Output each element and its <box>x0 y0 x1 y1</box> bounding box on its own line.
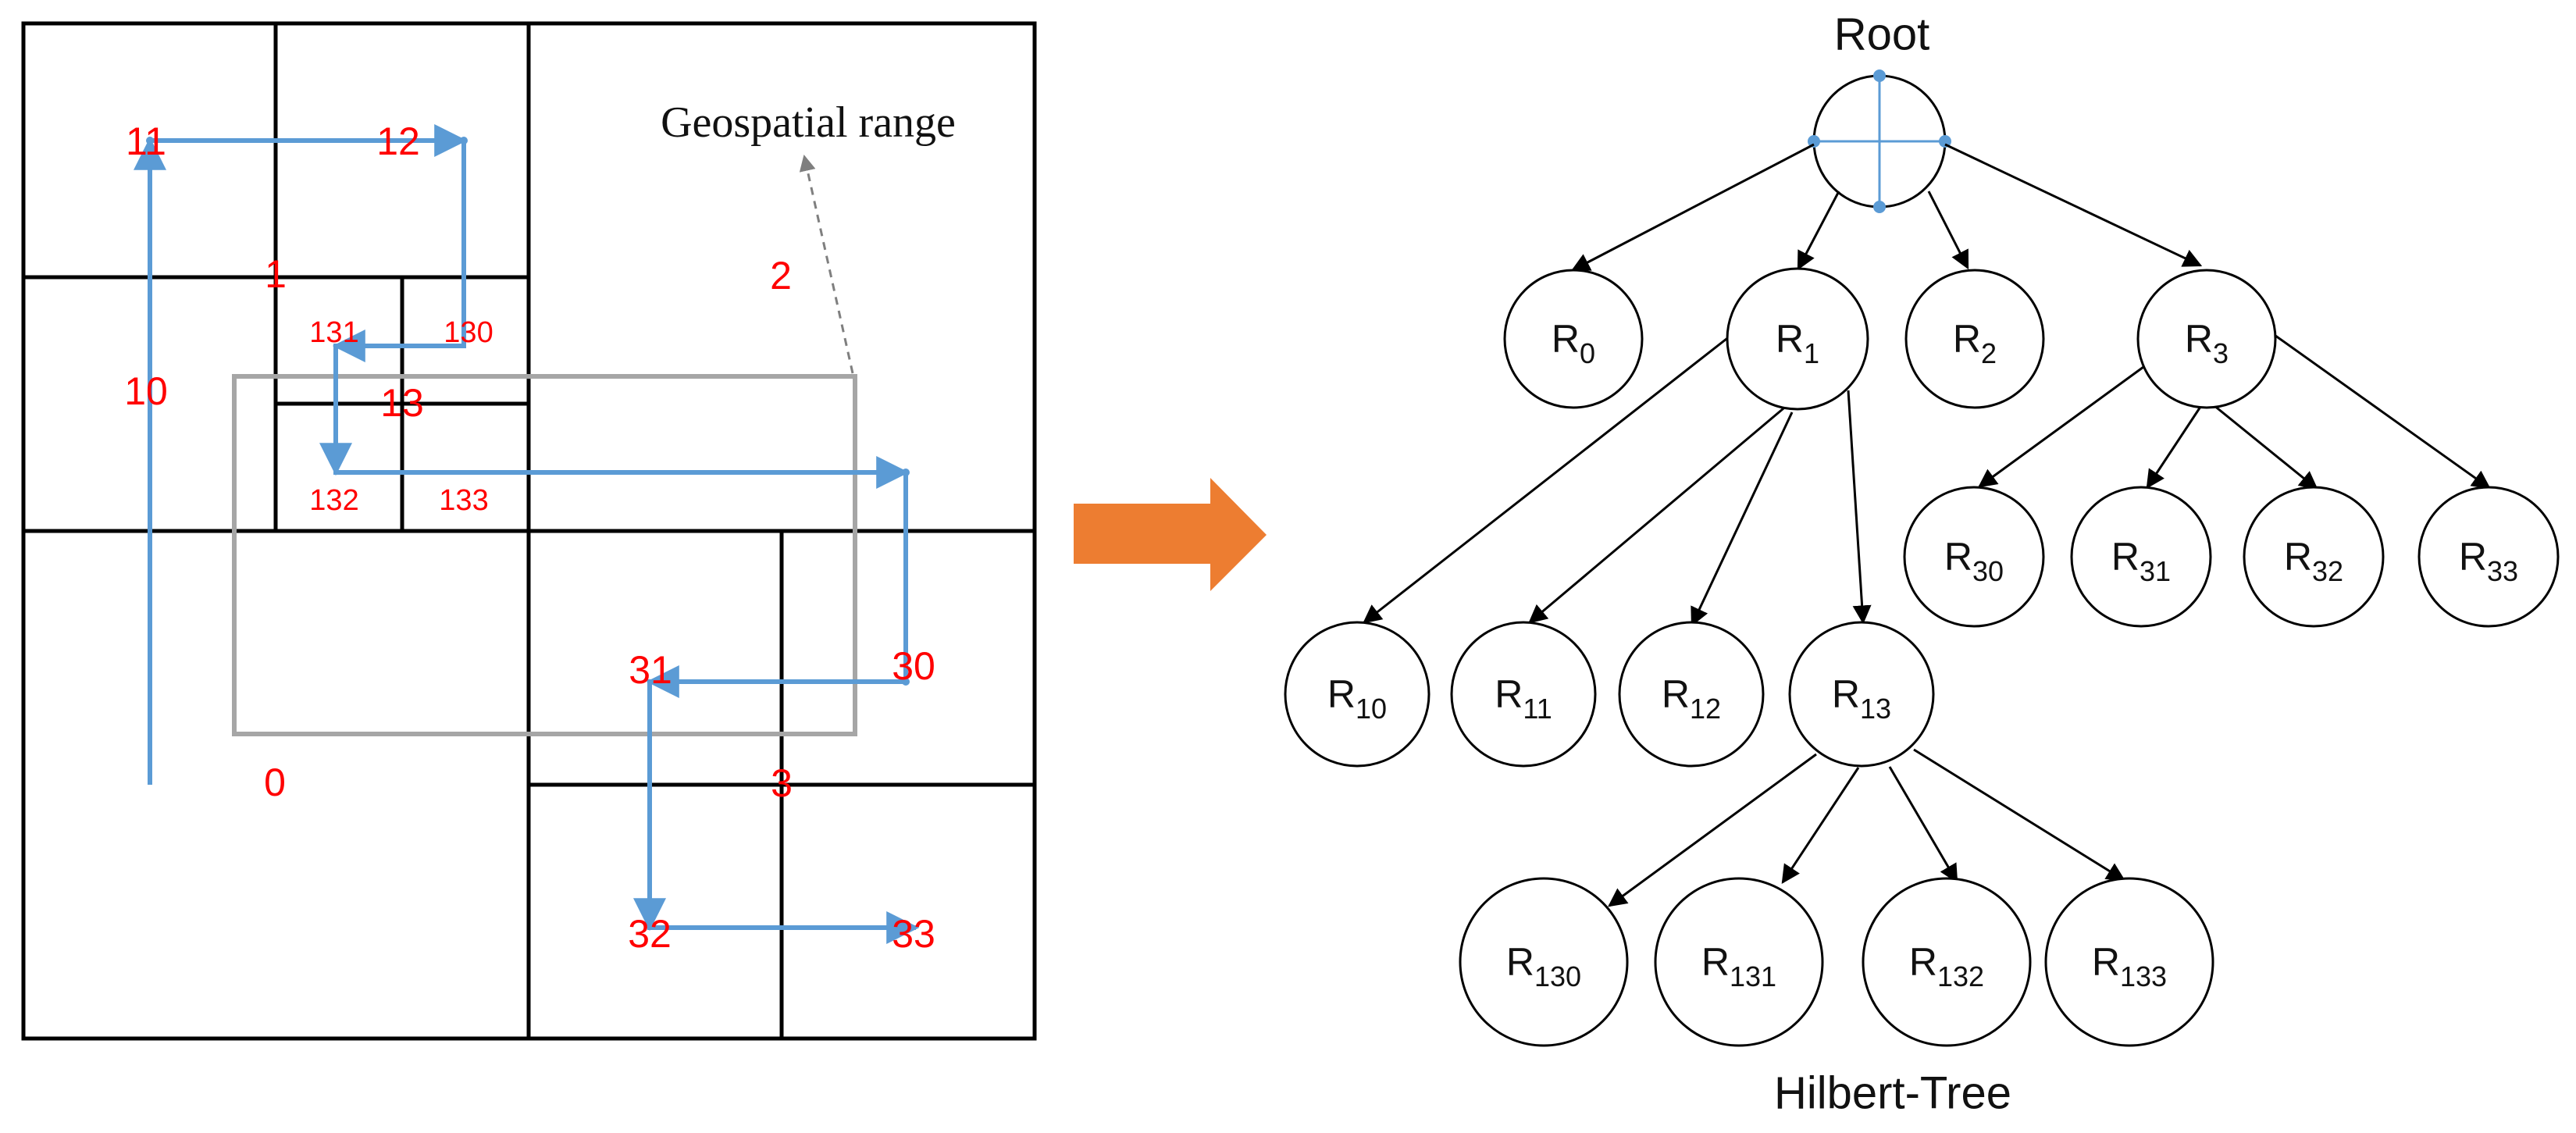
tree-node-r0: R0 <box>1503 269 1644 409</box>
cell-label-12: 12 <box>376 119 420 163</box>
svg-text:R13: R13 <box>1832 672 1891 725</box>
cell-label-2: 2 <box>770 254 792 298</box>
quadrant-grid: Geospatial range 11 12 1 2 10 13 131 <box>21 21 1037 1041</box>
svg-text:R3: R3 <box>2185 317 2229 369</box>
cell-label-10: 10 <box>124 369 168 413</box>
cell-label-1: 1 <box>265 252 287 296</box>
cell-label-132: 132 <box>309 484 358 517</box>
curve-vertex-dots <box>146 137 910 686</box>
svg-text:R12: R12 <box>1662 672 1721 725</box>
geospatial-range-box <box>232 374 857 736</box>
tree-node-r12: R12 <box>1618 621 1765 768</box>
tree-node-r132: R132 <box>1862 877 2032 1047</box>
transform-arrow-icon <box>1074 478 1267 591</box>
svg-text:R133: R133 <box>2092 940 2167 992</box>
tree-node-r3: R3 <box>2136 269 2277 409</box>
svg-text:R0: R0 <box>1552 317 1595 369</box>
svg-text:R33: R33 <box>2459 535 2518 587</box>
tree-node-r131: R131 <box>1654 877 1824 1047</box>
cell-labels: 11 12 1 2 10 13 131 130 132 133 0 31 30 … <box>124 119 935 956</box>
cell-label-131: 131 <box>309 316 358 349</box>
cell-label-133: 133 <box>439 484 488 517</box>
tree-node-r130: R130 <box>1459 877 1629 1047</box>
svg-text:R132: R132 <box>1909 940 1984 992</box>
cell-label-3: 3 <box>771 761 793 805</box>
grid-lines <box>21 21 1037 1041</box>
svg-text:R131: R131 <box>1701 940 1776 992</box>
svg-text:R10: R10 <box>1327 672 1387 725</box>
cell-label-11: 11 <box>126 119 166 163</box>
svg-text:R11: R11 <box>1495 672 1552 725</box>
tree-node-r1: R1 <box>1726 267 1869 411</box>
tree-node-r13: R13 <box>1788 621 1935 768</box>
cell-label-13: 13 <box>380 381 424 425</box>
svg-text:R2: R2 <box>1953 317 1997 369</box>
tree-root-label: Root <box>1834 9 1930 59</box>
tree-node-r31: R31 <box>2070 486 2212 628</box>
tree-node-r32: R32 <box>2243 486 2385 628</box>
tree-caption: Hilbert-Tree <box>1774 1067 2011 1118</box>
svg-text:R31: R31 <box>2111 535 2171 587</box>
cell-label-32: 32 <box>628 912 672 956</box>
tree-node-r133: R133 <box>2044 877 2214 1047</box>
tree-node-r10: R10 <box>1284 621 1431 768</box>
cell-label-33: 33 <box>892 912 935 956</box>
svg-text:R30: R30 <box>1944 535 2004 587</box>
tree-node-r30: R30 <box>1903 486 2045 628</box>
svg-text:R32: R32 <box>2284 535 2343 587</box>
tree-edges <box>1363 143 2491 907</box>
hilbert-tree: Root <box>1284 9 2560 1118</box>
tree-nodes: R0 R1 R2 R3 R10 R11 <box>1284 267 2560 1047</box>
tree-node-r11: R11 <box>1450 621 1597 768</box>
tree-node-r33: R33 <box>2417 486 2560 628</box>
svg-text:R1: R1 <box>1776 317 1819 369</box>
svg-text:R130: R130 <box>1506 940 1581 992</box>
tree-node-r2: R2 <box>1904 269 2045 409</box>
cell-label-130: 130 <box>444 316 493 349</box>
cell-label-30: 30 <box>892 644 935 688</box>
cell-label-31: 31 <box>629 648 672 692</box>
range-pointer-arrow <box>799 154 854 374</box>
cell-label-0: 0 <box>264 761 286 804</box>
geospatial-range-label: Geospatial range <box>661 98 956 147</box>
tree-root-node <box>1808 69 1951 213</box>
